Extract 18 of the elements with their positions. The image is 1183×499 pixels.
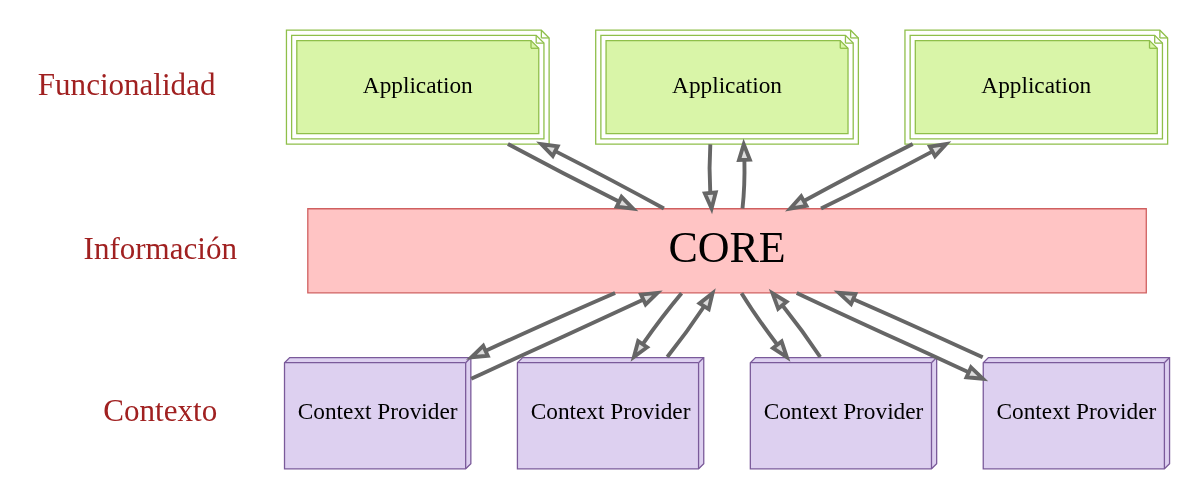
arrow bbox=[536, 141, 665, 211]
arrow bbox=[466, 291, 616, 360]
arrow bbox=[702, 144, 719, 215]
arrow bbox=[785, 142, 914, 212]
arrow bbox=[768, 288, 822, 359]
arrow bbox=[470, 290, 663, 381]
arrow bbox=[630, 292, 684, 362]
arrow bbox=[795, 291, 989, 382]
arrow bbox=[665, 288, 716, 359]
arrow bbox=[736, 138, 753, 209]
node-box: CORE bbox=[307, 208, 1147, 294]
label: Contexto bbox=[103, 393, 218, 429]
arrow bbox=[820, 141, 952, 211]
label: Información bbox=[83, 230, 238, 266]
arrow bbox=[739, 292, 791, 362]
label: Funcionalidad bbox=[37, 67, 216, 103]
arrow bbox=[833, 290, 984, 360]
arrow bbox=[507, 142, 639, 212]
